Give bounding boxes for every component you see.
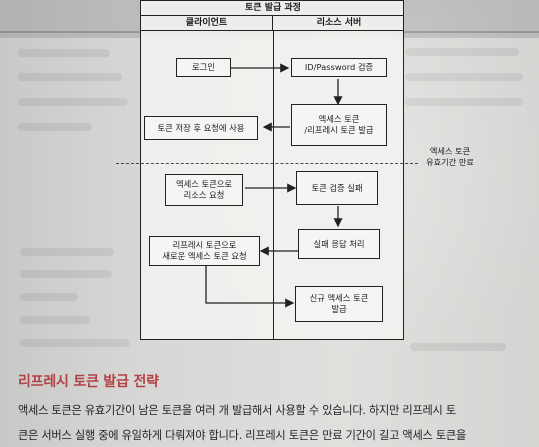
bleed-through-code	[20, 293, 78, 301]
body-text-line: 액세스 토큰은 유효기간이 남은 토큰을 여러 개 발급해서 사용할 수 있습니…	[18, 404, 456, 417]
access-token-expiry-note: 엑세스 토큰 유효기간 만료	[426, 146, 474, 167]
arrow-reissue-to-new-token	[205, 266, 295, 308]
resource-server-column-header: 리소스 서버	[273, 16, 403, 31]
bleed-through-text	[18, 98, 128, 106]
failure-response-step: 실패 응답 처리	[298, 229, 380, 259]
bleed-through-text	[405, 98, 523, 106]
login-step: 로그인	[176, 58, 231, 77]
reissue-request-step: 리프레시 토큰으로 새로운 엑세스 토큰 요청	[149, 236, 260, 266]
token-issuance-step: 엑세스 토큰 /리프레시 토큰 발급	[291, 104, 387, 146]
body-text-line: 큰은 서버스 실행 중에 유일하게 다뤄져야 합니다. 리프레시 토큰은 만료 …	[18, 429, 466, 442]
bleed-through-code	[410, 343, 506, 351]
token-validation-failed-step: 토큰 검증 실패	[296, 171, 378, 205]
bleed-through-text	[18, 123, 92, 131]
access-token-expiry-line	[116, 163, 418, 164]
token-flow-diagram: 토큰 발급 과정 클라이언트 리소스 서버	[140, 0, 404, 340]
bleed-through-code	[20, 270, 112, 278]
diagram-title: 토큰 발급 과정	[141, 1, 403, 16]
resource-request-step: 엑세스 토큰으로 리소스 요청	[165, 174, 243, 206]
bleed-through-text	[405, 48, 519, 56]
new-access-token-step: 신규 엑세스 토큰 발급	[295, 286, 383, 322]
client-column-header: 클라이언트	[141, 16, 273, 31]
bleed-through-code	[20, 339, 130, 347]
store-token-step: 토큰 저장 후 요청에 사용	[144, 116, 258, 140]
flow-arrows	[205, 63, 343, 308]
lane-divider	[273, 31, 274, 339]
section-heading: 리프레시 토큰 발급 전략	[18, 374, 159, 390]
bleed-through-code	[20, 248, 114, 256]
bleed-through-text	[18, 73, 122, 81]
bleed-through-text	[18, 49, 110, 57]
bleed-through-code	[20, 316, 90, 324]
bleed-through-text	[405, 73, 523, 81]
id-password-verification-step: ID/Password 검증	[291, 58, 387, 77]
